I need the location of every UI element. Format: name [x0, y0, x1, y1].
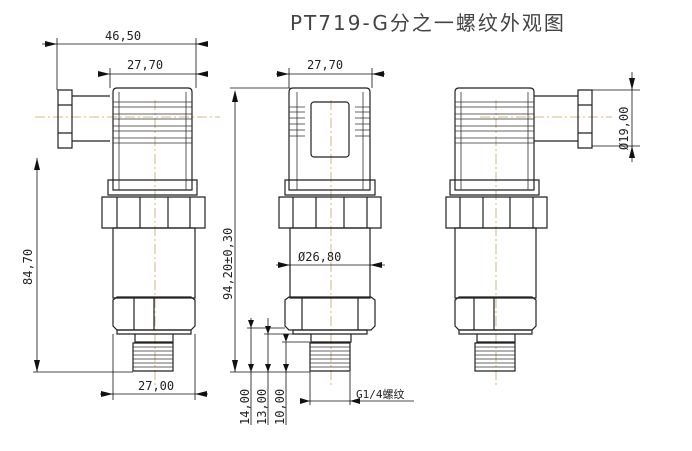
- dim-overall-width: 46,50: [105, 29, 141, 43]
- dim-total-height: 94,20±0,30: [221, 228, 235, 300]
- dim-body-diameter: Ø26,80: [298, 250, 341, 264]
- dim-10: 10,00: [273, 389, 287, 425]
- dim-connector-width-middle: 27,70: [307, 58, 343, 72]
- dim-plug-diameter: Ø19,00: [617, 107, 631, 150]
- drawing-title: PT719-G分之一螺纹外观图: [290, 11, 566, 35]
- dim-14: 14,00: [238, 389, 252, 425]
- dim-hex-width: 27,00: [138, 379, 174, 393]
- dim-connector-width-left: 27,70: [127, 58, 163, 72]
- left-view: [35, 87, 220, 385]
- dimensions: 46,50 27,70 27,70 84,70 94,20±0,30 27,00…: [21, 29, 640, 425]
- dim-thread: G1/4螺纹: [356, 387, 405, 401]
- dim-height-to-thread: 84,70: [21, 249, 35, 285]
- dim-13: 13,00: [255, 389, 269, 425]
- front-view: [278, 87, 382, 385]
- right-view: [445, 87, 612, 385]
